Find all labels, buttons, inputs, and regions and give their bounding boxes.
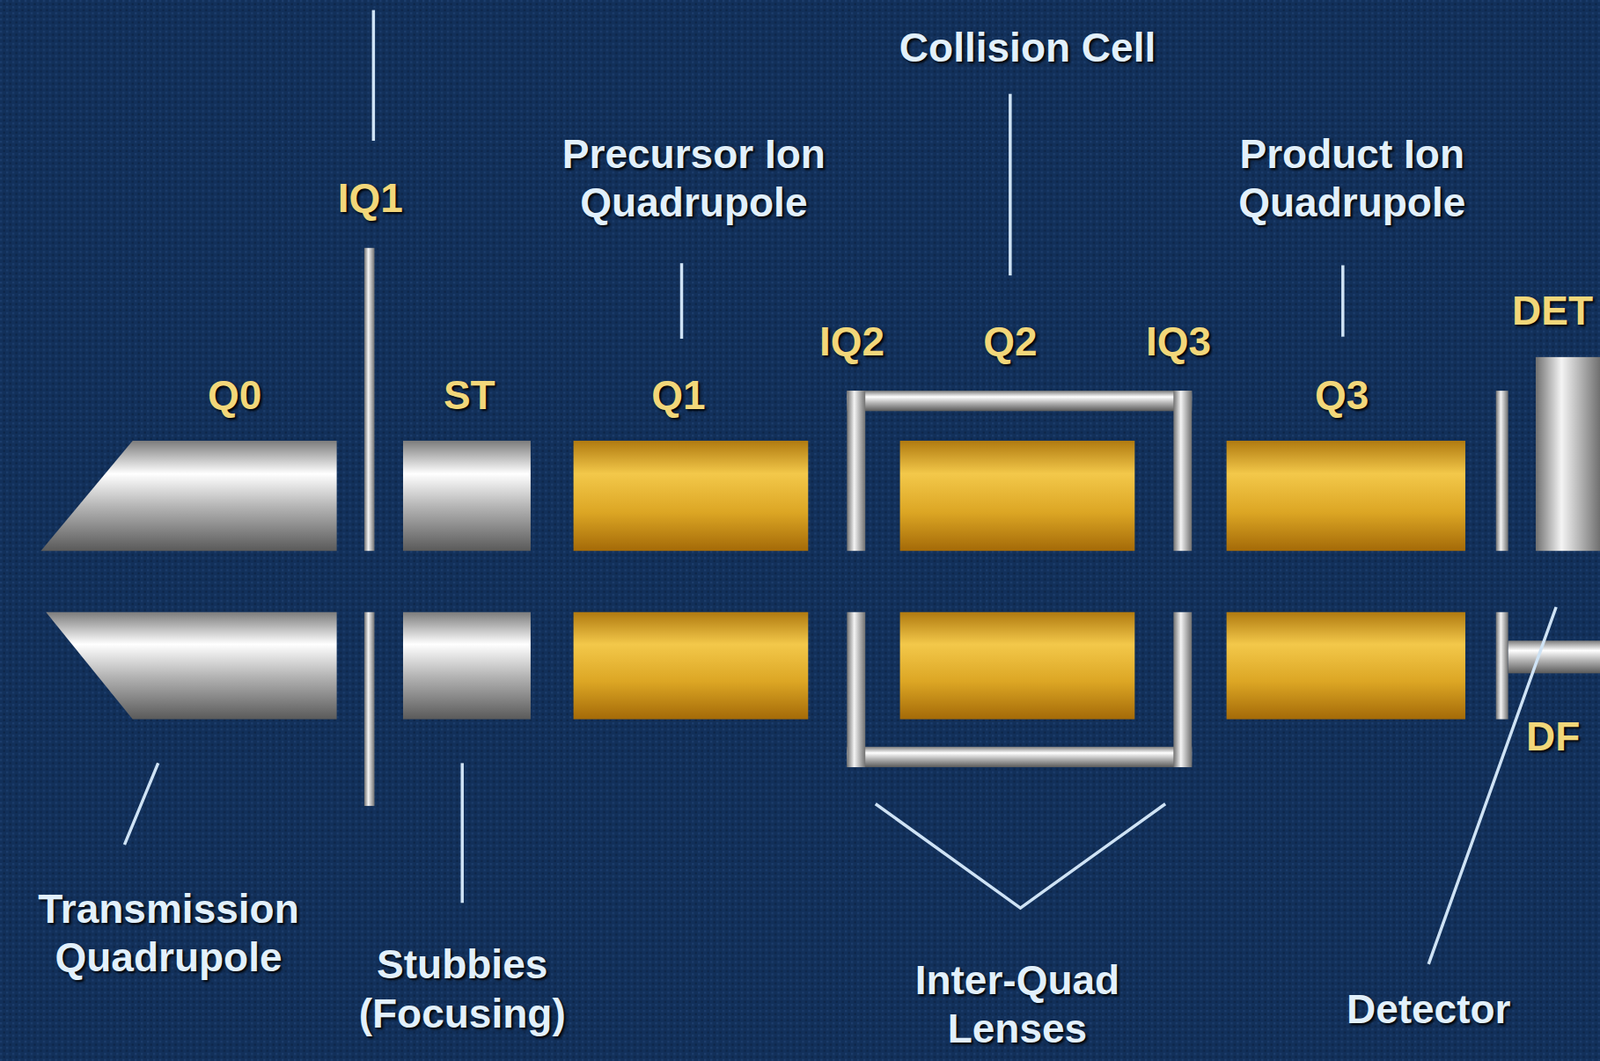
stubbies-rods: [403, 440, 531, 720]
callout-label: Transmission Quadrupole: [5, 885, 332, 983]
lens-label: IQ3: [1145, 317, 1212, 367]
collision-cell-frame: [846, 390, 1192, 768]
lens-label: IQ1: [337, 174, 404, 223]
part-label: Q1: [651, 371, 705, 420]
callout-label: Detector: [1346, 985, 1512, 1035]
part-label: Q2: [983, 317, 1037, 367]
detector-cylinder: [1535, 357, 1600, 551]
part-label: DET: [1511, 286, 1593, 336]
callout-label: Precursor Ion Quadrupole: [499, 130, 889, 228]
q0-rods: [40, 440, 337, 720]
callout-label: Product Ion Quadrupole: [1183, 130, 1521, 228]
lens-label: IQ2: [819, 317, 885, 367]
q3-rods: [1226, 440, 1466, 720]
callout-label: Inter-Quad Lenses: [864, 956, 1171, 1054]
callout-label: Collision Cell: [899, 23, 1156, 73]
q2-rods: [900, 440, 1136, 720]
q1-rods: [573, 440, 809, 720]
callout-label: Stubbies (Focusing): [329, 940, 595, 1038]
leader-lines: [124, 10, 1556, 965]
part-label: Q3: [1314, 371, 1369, 420]
part-label: DF: [1526, 712, 1580, 762]
part-label: Q0: [207, 371, 262, 420]
iq1-lens: [364, 248, 375, 807]
part-label: ST: [443, 371, 496, 420]
